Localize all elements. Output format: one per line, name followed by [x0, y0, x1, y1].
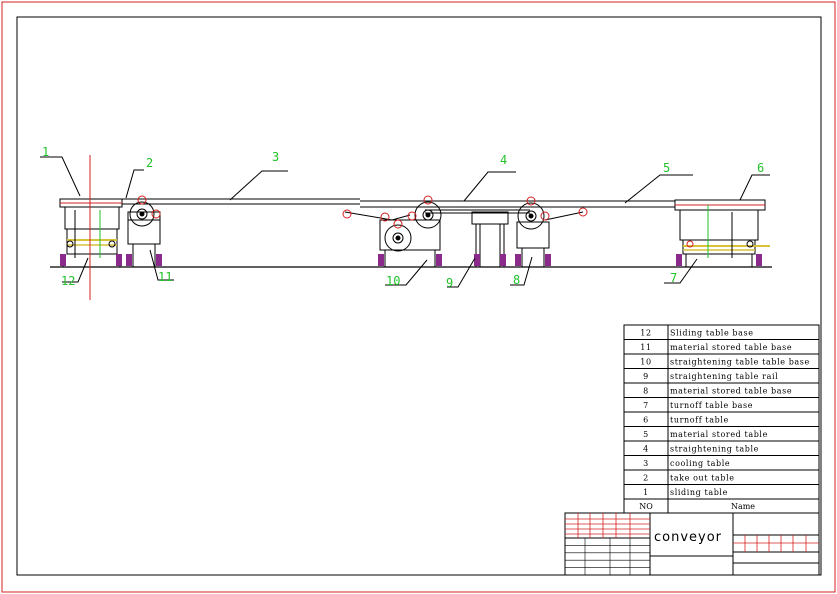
- parts-row-no: 1: [643, 488, 649, 497]
- parts-row-name: material stored table base: [670, 387, 792, 396]
- drawing-title: conveyor: [654, 530, 722, 545]
- reference-circles-right: [526, 196, 588, 221]
- straightening-base-10: [344, 201, 442, 267]
- parts-row-no: 2: [643, 474, 649, 483]
- callout-11: 11: [158, 270, 172, 284]
- parts-header-name: Name: [731, 502, 755, 511]
- parts-row-name: material stored table: [670, 430, 768, 439]
- callout-3: 3: [272, 150, 279, 164]
- callout-6: 6: [757, 161, 764, 175]
- inner-frame: [16, 16, 822, 576]
- material-stored-base-8: [515, 202, 584, 267]
- parts-row-name: material stored table base: [670, 343, 792, 352]
- reference-circles-left: [137, 195, 161, 219]
- callout-12: 12: [61, 274, 75, 288]
- sliding-table-assembly: [59, 198, 123, 267]
- callout-1: 1: [42, 145, 49, 159]
- reference-circles-mid: [342, 195, 433, 229]
- parts-row-name: turnoff table base: [670, 401, 753, 410]
- parts-row-no: 6: [643, 416, 649, 425]
- title-block-grid: [565, 513, 819, 575]
- conveyor-beam: [122, 198, 675, 214]
- parts-row-no: 11: [640, 343, 651, 352]
- callout-7: 7: [670, 271, 677, 285]
- straightening-rail-9: [471, 211, 509, 267]
- callout-10: 10: [386, 274, 400, 288]
- parts-row-no: 12: [640, 329, 651, 338]
- parts-row-name: Sliding table base: [670, 329, 754, 338]
- parts-row-no: 7: [643, 401, 649, 410]
- parts-row-name: straightening table table base: [670, 358, 810, 367]
- parts-row-name: straightening table rail: [670, 372, 778, 381]
- parts-row-no: 5: [643, 430, 649, 439]
- callout-8: 8: [513, 273, 520, 287]
- parts-row-no: 3: [643, 459, 649, 468]
- parts-row-name: turnoff table: [670, 416, 729, 425]
- title-block: [564, 512, 820, 576]
- parts-row-name: sliding table: [670, 488, 728, 497]
- callout-5: 5: [663, 161, 670, 175]
- turnoff-table-assembly: [674, 199, 770, 267]
- callout-4: 4: [500, 153, 507, 167]
- parts-row-no: 4: [643, 445, 649, 454]
- parts-header-no: NO: [639, 502, 653, 511]
- parts-row-no: 9: [643, 372, 649, 381]
- parts-row-no: 10: [640, 358, 651, 367]
- callout-9: 9: [446, 276, 453, 290]
- parts-row-name: cooling table: [670, 459, 730, 468]
- callout-2: 2: [146, 156, 153, 170]
- parts-row-name: take out table: [670, 474, 735, 483]
- parts-row-no: 8: [643, 387, 649, 396]
- material-stored-base-11: [126, 201, 162, 267]
- parts-row-name: straightening table: [670, 445, 759, 454]
- leader-lines: [40, 156, 770, 288]
